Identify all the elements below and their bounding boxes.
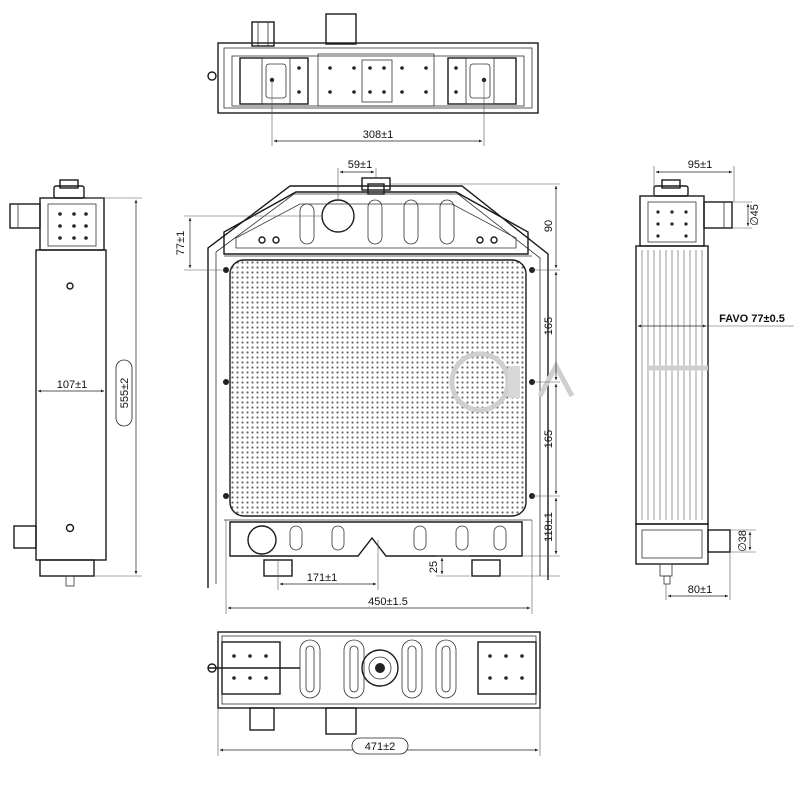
right-side-view: 95±1 ∅45 FAVO 77±0.5 ∅38 80±1 xyxy=(635,159,794,600)
dim-outlet-offset: 171±1 xyxy=(307,572,338,584)
dim-outlet-diameter: ∅38 xyxy=(737,530,749,552)
dim-top-width: 308±1 xyxy=(363,129,394,141)
top-view: 308±1 xyxy=(207,13,539,146)
dim-section-upper: 165 xyxy=(543,317,555,335)
dim-right-bottom-width: 80±1 xyxy=(688,584,712,596)
dim-total-height: 555±2 xyxy=(119,378,131,409)
left-side-view: 107±1 555±2 xyxy=(9,179,142,587)
dim-section-lower: 165 xyxy=(543,430,555,448)
dim-bottom-width: 471±2 xyxy=(365,741,396,753)
dim-right-top-width: 95±1 xyxy=(688,159,712,171)
front-view: 59±1 77±1 90 165 165 118±1 25 171±1 xyxy=(175,159,575,614)
dim-top-height: 90 xyxy=(543,220,555,232)
bottom-view: 471±2 xyxy=(207,631,541,756)
dim-inlet-diameter: ∅45 xyxy=(749,204,761,226)
dim-core-thickness: FAVO 77±0.5 xyxy=(719,313,785,325)
dim-bottom-offset: 118±1 xyxy=(543,512,555,542)
dim-left-depth: 107±1 xyxy=(57,379,88,391)
dim-outlet-height: 25 xyxy=(428,561,440,573)
dim-core-width: 450±1.5 xyxy=(368,596,408,608)
dim-side-offset: 77±1 xyxy=(175,231,187,255)
dim-tank-offset: 59±1 xyxy=(348,159,372,171)
